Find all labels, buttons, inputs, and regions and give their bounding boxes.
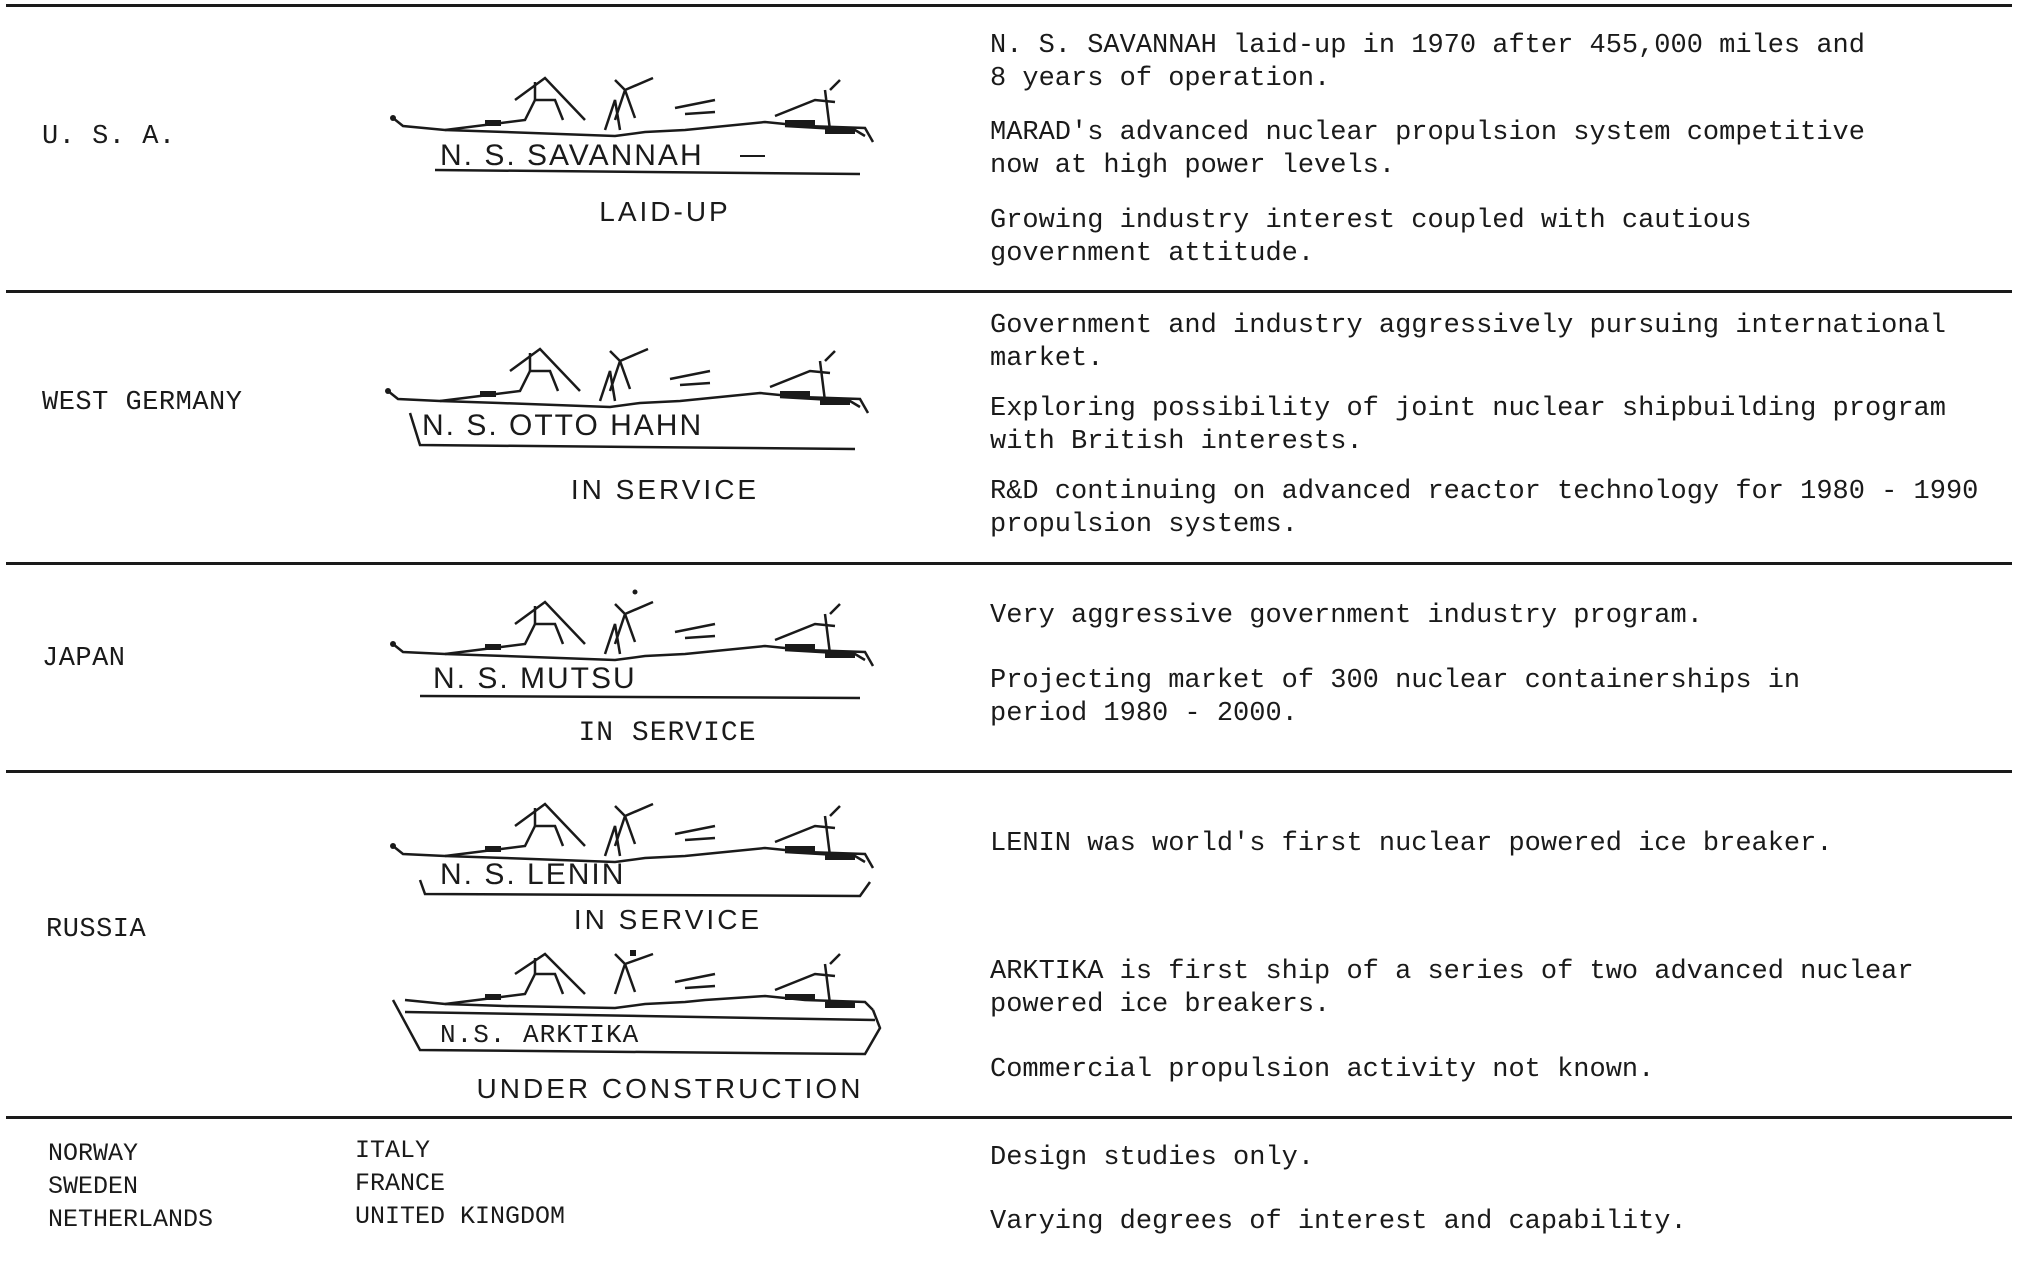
note-others-2: Varying degrees of interest and capabili… (990, 1207, 1687, 1237)
ship-illustration-savannah: N. S. SAVANNAH (385, 60, 885, 190)
ship-icon: N. S. OTTO HAHN (385, 347, 870, 451)
status-otto-hahn: IN SERVICE (570, 474, 760, 505)
note-west-germany-3: R&D continuing on advanced reactor techn… (990, 477, 1979, 540)
country-west-germany: WEST GERMANY (42, 388, 243, 418)
status-mutsu: IN SERVICE (578, 718, 757, 749)
note-others-1: Design studies only. (990, 1143, 1315, 1173)
country-usa: U. S. A. (42, 122, 176, 152)
ship-illustration-arktika: N.S. ARKTIKA (385, 950, 895, 1070)
row-divider-4 (6, 1116, 2012, 1119)
ship-illustration-otto-hahn: N. S. OTTO HAHN (380, 335, 880, 455)
country-group-norway-sweden-netherlands: NORWAY SWEDEN NETHERLANDS (48, 1139, 214, 1234)
row-divider-1 (6, 290, 2012, 293)
country-japan: JAPAN (42, 644, 126, 674)
note-russia-2: ARKTIKA is first ship of a series of two… (990, 957, 1914, 1020)
status-savannah: LAID-UP (599, 196, 731, 227)
status-arktika: UNDER CONSTRUCTION (476, 1073, 864, 1104)
country-group-italy-france-uk: ITALY FRANCE UNITED KINGDOM (355, 1136, 566, 1231)
row-divider-3 (6, 770, 2012, 773)
row-divider-top (6, 4, 2012, 7)
country-russia: RUSSIA (46, 915, 147, 945)
ship-icon: N. S. SAVANNAH (390, 76, 875, 176)
note-japan-1: Very aggressive government industry prog… (990, 601, 1703, 631)
ship-name-lenin: N. S. LENIN (440, 858, 625, 891)
ship-icon: N. S. LENIN (390, 802, 875, 898)
row-divider-2 (6, 562, 2012, 565)
note-usa-1: N. S. SAVANNAH laid-up in 1970 after 455… (990, 31, 1865, 94)
ship-icon: N. S. MUTSU (390, 589, 875, 700)
note-russia-3: Commercial propulsion activity not known… (990, 1055, 1655, 1085)
note-west-germany-2: Exploring possibility of joint nuclear s… (990, 394, 1946, 457)
note-japan-2: Projecting market of 300 nuclear contain… (990, 666, 1801, 729)
ship-illustration-mutsu: N. S. MUTSU (385, 588, 885, 708)
ship-name-arktika: N.S. ARKTIKA (440, 1020, 639, 1050)
ship-icon: N.S. ARKTIKA (391, 950, 882, 1056)
note-west-germany-1: Government and industry aggressively pur… (990, 311, 1946, 374)
ship-name-otto-hahn: N. S. OTTO HAHN (422, 409, 703, 442)
ship-name-savannah: N. S. SAVANNAH (440, 139, 704, 172)
ship-name-mutsu: N. S. MUTSU (433, 662, 637, 695)
status-lenin: IN SERVICE (573, 904, 763, 935)
note-usa-2: MARAD's advanced nuclear propulsion syst… (990, 118, 1865, 181)
note-usa-3: Growing industry interest coupled with c… (990, 206, 1752, 269)
note-russia-1: LENIN was world's first nuclear powered … (990, 829, 1833, 859)
ship-illustration-lenin: N. S. LENIN (385, 790, 885, 910)
